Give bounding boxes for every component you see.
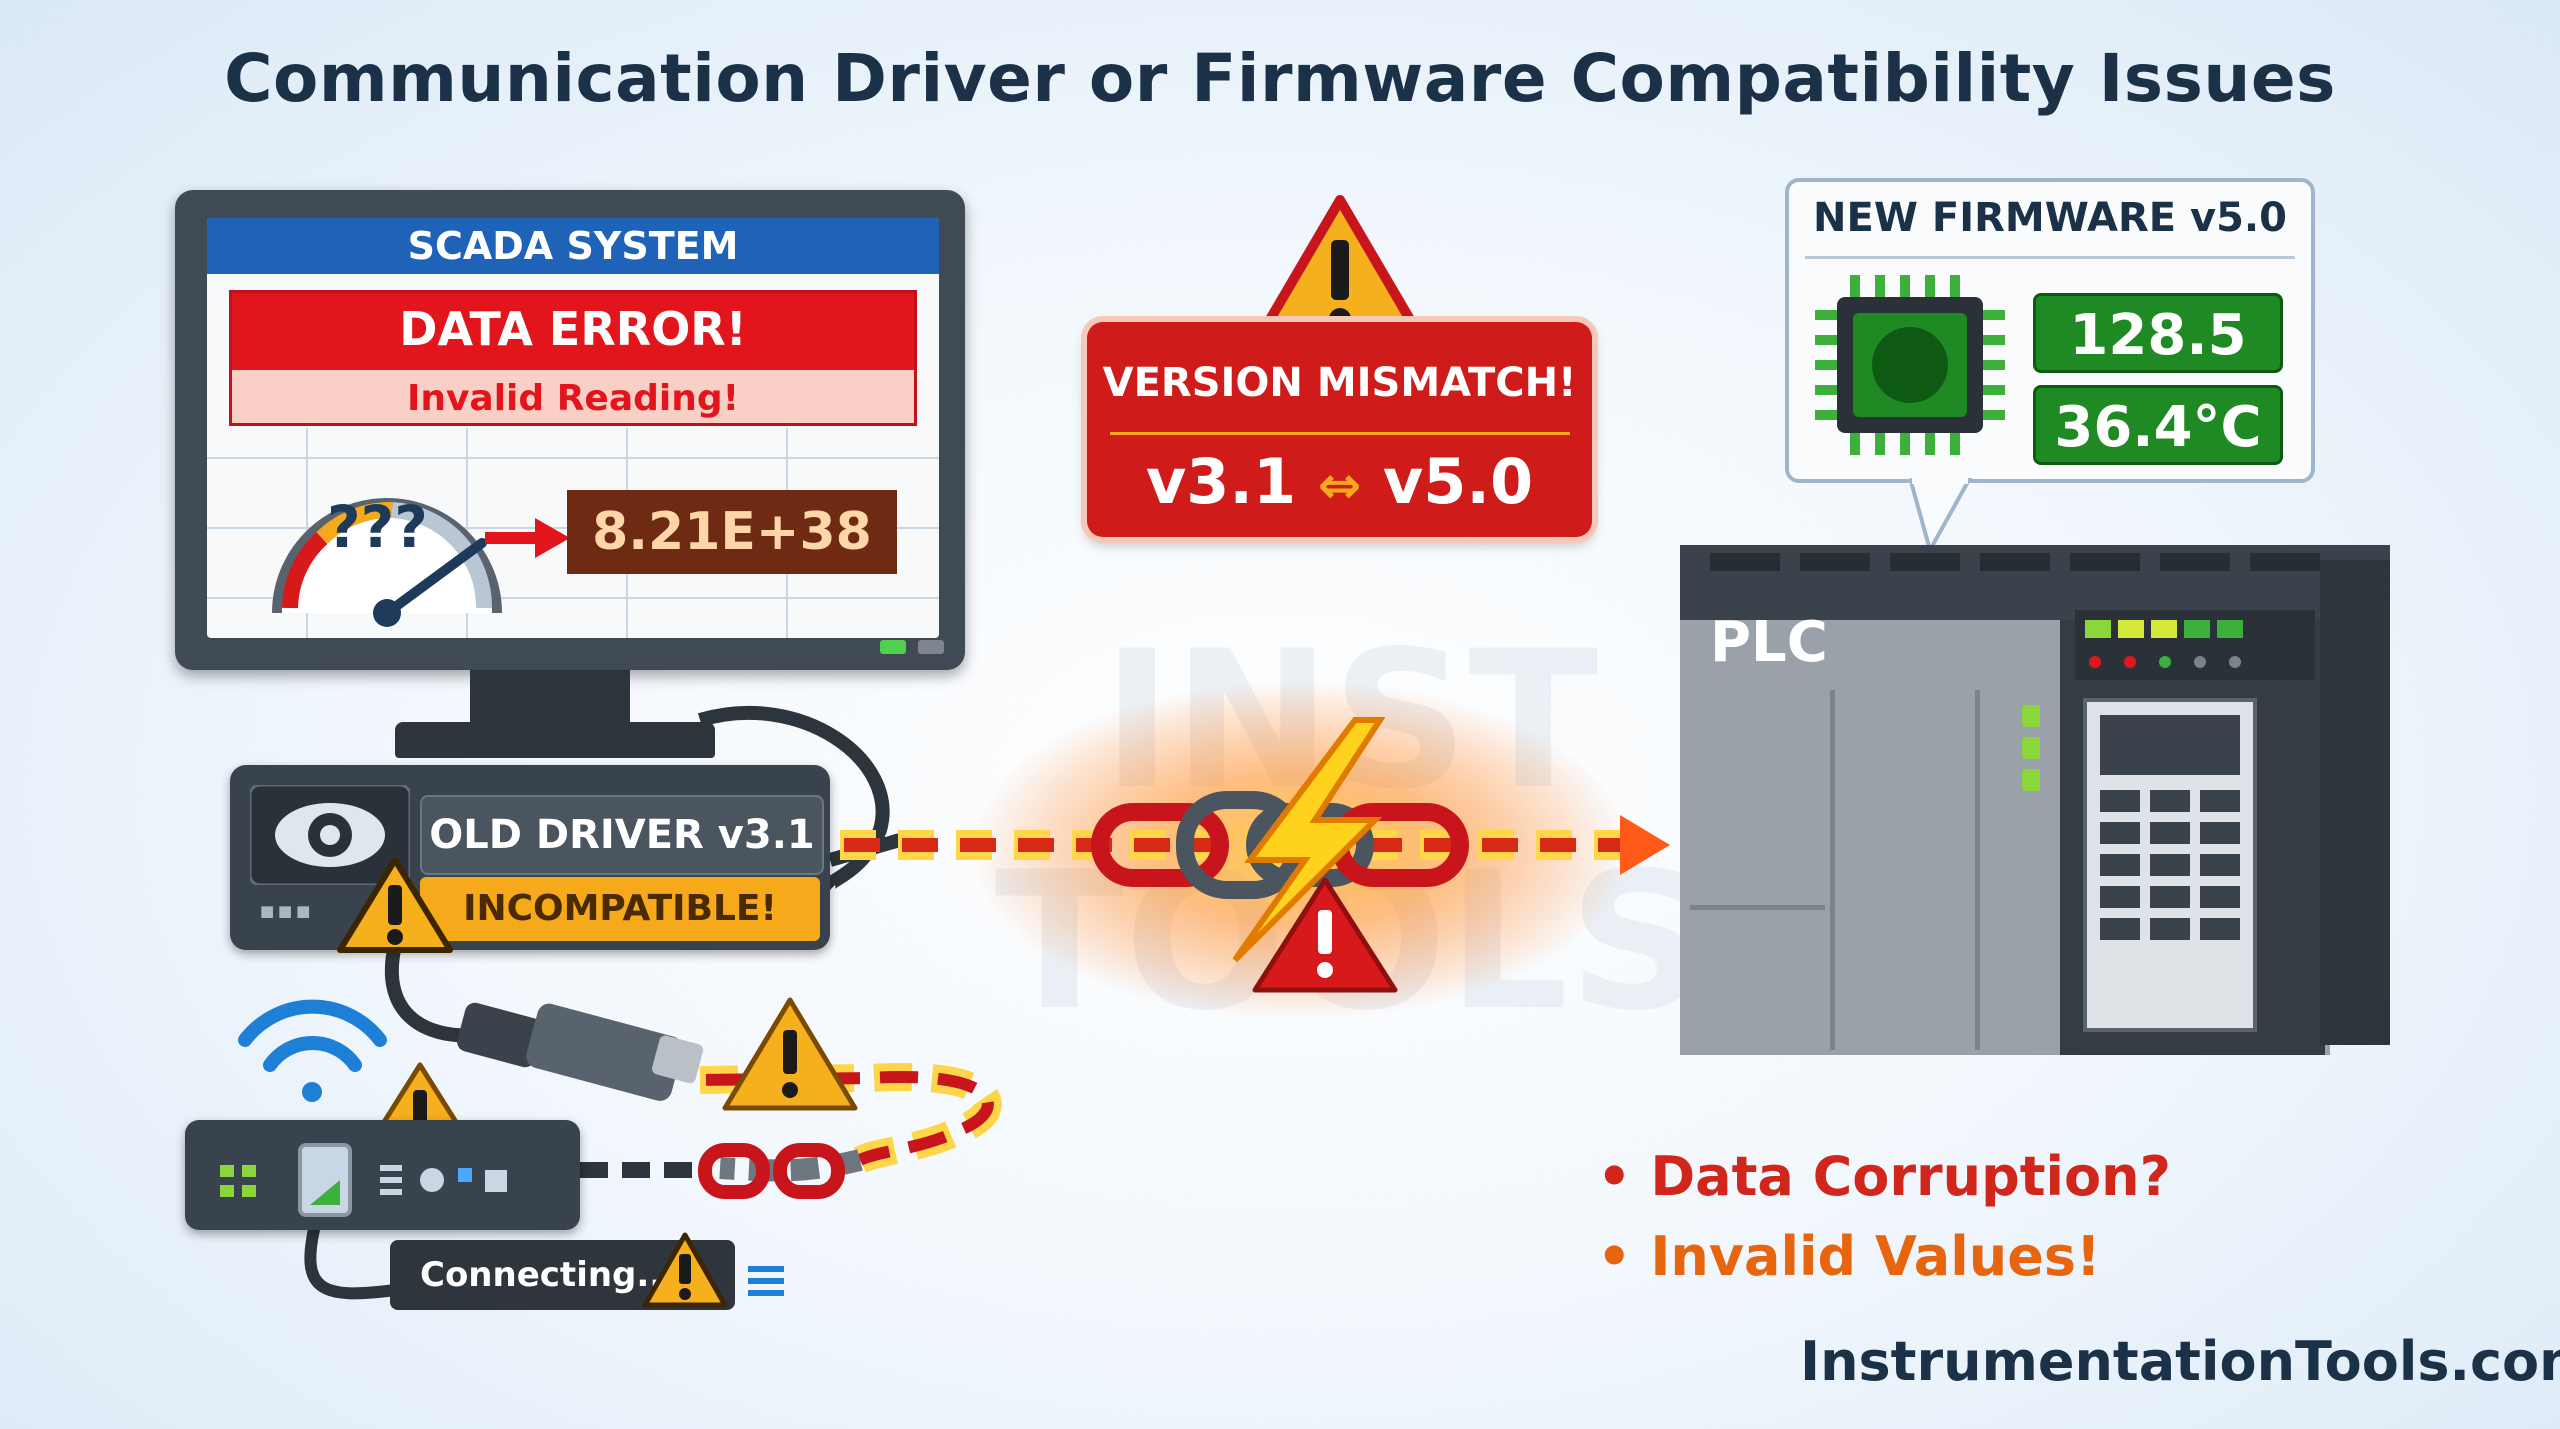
gauge-question-marks: ???	[327, 493, 428, 561]
driver-label: OLD DRIVER v3.1	[420, 795, 824, 875]
scada-header: SCADA SYSTEM	[207, 218, 939, 274]
menu-icon	[748, 1266, 784, 1296]
monitor-stand	[470, 670, 630, 730]
version-mismatch-title: VERSION MISMATCH!	[1102, 360, 1577, 406]
lightning-icon	[1232, 717, 1386, 963]
version-mismatch-panel	[1087, 322, 1592, 537]
warning-icon	[642, 1232, 728, 1308]
version-comparison: v3.1 ⇔ v5.0	[1087, 445, 1592, 518]
monitor-base	[395, 722, 715, 758]
note-invalid-values: • Invalid Values!	[1597, 1225, 2101, 1288]
arrow-right-icon	[485, 518, 570, 558]
note-data-corruption: • Data Corruption?	[1597, 1145, 2171, 1208]
arrow-right-icon	[1620, 815, 1670, 875]
driver-eye-icon	[250, 785, 410, 885]
firmware-value-1: 128.5	[2033, 293, 2283, 373]
warning-icon	[337, 857, 453, 953]
gauge-icon	[272, 498, 502, 627]
power-led	[880, 640, 906, 654]
chip-icon	[1815, 275, 2005, 455]
error-frame	[229, 290, 917, 426]
router-panel	[220, 1143, 507, 1217]
firmware-title: NEW FIRMWARE v5.0	[1813, 195, 2287, 241]
new-version: v5.0	[1382, 445, 1534, 518]
status-led	[918, 640, 944, 654]
site-footer: InstrumentationTools.com	[1800, 1330, 2560, 1393]
scada-screen: SCADA SYSTEM DATA ERROR! Invalid Reading…	[207, 218, 939, 638]
old-version: v3.1	[1145, 445, 1297, 518]
driver-ports: ▪▪▪	[258, 893, 313, 928]
plc-side	[2320, 560, 2390, 1045]
swap-arrow-icon: ⇔	[1317, 456, 1362, 516]
wifi-icon	[238, 999, 387, 1102]
data-error-banner: DATA ERROR!	[229, 290, 917, 368]
warning-icon	[1252, 877, 1398, 993]
warning-icon	[722, 997, 858, 1111]
reading-value: 8.21E+38	[567, 490, 897, 574]
divider	[1805, 256, 2295, 259]
firmware-value-2: 36.4°C	[2033, 385, 2283, 465]
page-title: Communication Driver or Firmware Compati…	[224, 40, 2336, 117]
divider	[1110, 432, 1570, 435]
broken-link-icon	[698, 1143, 845, 1199]
plc-seam	[1830, 690, 1835, 1050]
usb-plug	[457, 1002, 704, 1101]
plc-seam	[1690, 905, 1825, 910]
plc-seam	[1975, 690, 1980, 1050]
plc-panel	[2075, 610, 2315, 1032]
invalid-reading-banner: Invalid Reading!	[229, 368, 917, 426]
plc-label: PLC	[1710, 610, 1828, 675]
incompatible-badge: INCOMPATIBLE!	[420, 877, 820, 941]
plc-vents	[1710, 553, 2320, 571]
bubble-tail	[1910, 478, 1973, 556]
plc-status-leds	[2022, 705, 2040, 791]
